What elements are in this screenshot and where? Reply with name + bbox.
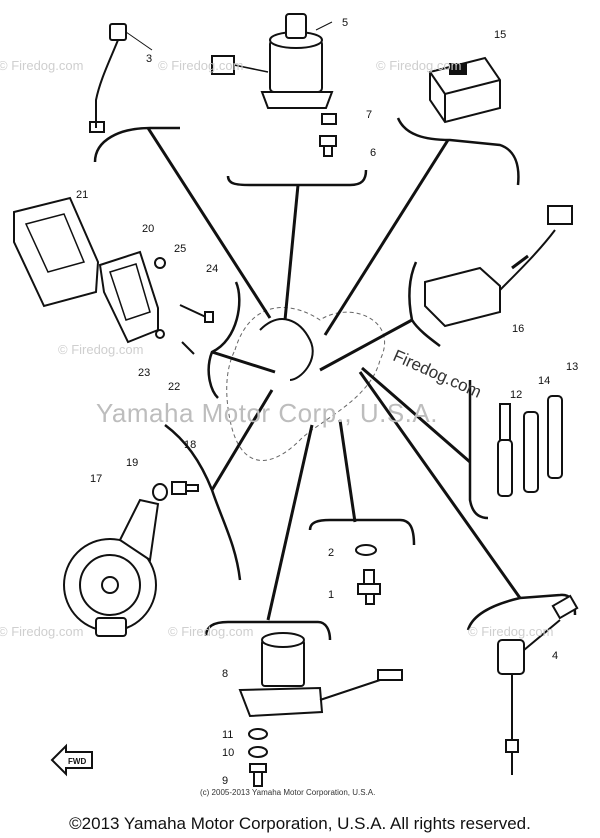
- clamp-part-12: [497, 403, 513, 497]
- bolt-part-9: [249, 763, 267, 787]
- watermark-firedog: © Firedog.com: [0, 58, 84, 73]
- bracket-right-tall: [468, 380, 489, 520]
- leader-line-12: [361, 366, 471, 464]
- washer-part-2: [355, 544, 377, 556]
- callout-22: 22: [168, 381, 180, 393]
- callout-24: 24: [206, 263, 218, 275]
- bracket-left-mid: [207, 281, 241, 399]
- relay-part-15: [429, 56, 501, 124]
- watermark-firedog: © Firedog.com: [58, 342, 144, 357]
- nut-part-25: [154, 257, 166, 269]
- harness-branch: [259, 318, 314, 381]
- coupler-part-16: [424, 205, 573, 328]
- callout-13: 13: [566, 361, 578, 373]
- screw-part-24: [179, 304, 214, 323]
- callout-12: 12: [510, 389, 522, 401]
- lamp-part-21: [13, 196, 100, 308]
- footer-copyright: ©2013 Yamaha Motor Corporation, U.S.A. A…: [69, 814, 531, 833]
- lamp-part-20: [98, 250, 159, 344]
- leader-line-left: [211, 350, 276, 374]
- leader-line-horn: [210, 389, 274, 491]
- callout-10: 10: [222, 747, 234, 759]
- washer-part-10: [248, 746, 268, 758]
- watermark-yamaha: Yamaha Motor Corp., U.S.A.: [96, 398, 438, 428]
- leader-line-16: [319, 318, 413, 372]
- connector-part-3: [89, 23, 153, 133]
- callout-1: 1: [328, 589, 334, 601]
- small-copyright: (c) 2005-2013 Yamaha Motor Corporation, …: [200, 788, 376, 797]
- bracket-top-right: [396, 117, 520, 186]
- callout-23: 23: [138, 367, 150, 379]
- watermark-firedog: © Firedog.com: [0, 624, 84, 639]
- nut-part-7: [321, 113, 337, 125]
- bracket-right-mid: [408, 261, 441, 348]
- leader-line-1: [338, 419, 357, 523]
- callout-7: 7: [366, 109, 372, 121]
- callout-8: 8: [222, 668, 228, 680]
- washer-part-19: [152, 483, 168, 501]
- callout-15: 15: [494, 29, 506, 41]
- callout-5: 5: [342, 17, 348, 29]
- callout-16: 16: [512, 323, 524, 335]
- bracket-center-1: [308, 518, 416, 546]
- plug-cap-part-4: [497, 594, 579, 775]
- wire-harness: [226, 307, 386, 461]
- callout-25: 25: [174, 243, 186, 255]
- watermark-firedog: © Firedog.com: [468, 624, 554, 639]
- oring-part-11: [248, 728, 268, 740]
- callout-19: 19: [126, 457, 138, 469]
- clamp-part-14: [523, 411, 539, 493]
- watermark-firedog: © Firedog.com: [158, 58, 244, 73]
- callout-11: 11: [222, 729, 233, 741]
- washer-part-23: [155, 329, 165, 339]
- leader-line-15: [323, 139, 450, 336]
- bracket-bottom-8: [204, 620, 332, 641]
- watermark-firedog: © Firedog.com: [168, 624, 254, 639]
- callout-20: 20: [142, 223, 154, 235]
- bracket-top-left-2: [150, 70, 190, 128]
- callout-14: 14: [538, 375, 550, 387]
- bracket-left-horn: [164, 424, 242, 581]
- callout-21: 21: [76, 189, 88, 201]
- horn-part-17: [63, 498, 160, 637]
- leader-line-8: [266, 424, 314, 621]
- callout-6: 6: [370, 147, 376, 159]
- callout-4: 4: [552, 650, 558, 662]
- main-switch-part-5: [211, 13, 334, 109]
- switch-part-1: [357, 569, 381, 605]
- bolt-part-6: [319, 135, 337, 157]
- bolt-part-18: [171, 481, 199, 495]
- fwd-arrow-icon: [50, 743, 93, 777]
- watermark-firedog: © Firedog.com: [376, 58, 462, 73]
- leader-line-5: [283, 184, 300, 321]
- callout-18: 18: [184, 439, 196, 451]
- callout-2: 2: [328, 547, 334, 559]
- bracket-top-left: [93, 126, 180, 163]
- callout-3: 3: [146, 53, 152, 65]
- callout-17: 17: [90, 473, 102, 485]
- leader-line-3: [146, 127, 272, 319]
- callout-9: 9: [222, 775, 228, 787]
- leader-line-4: [358, 371, 522, 599]
- clamp-part-13: [547, 395, 563, 479]
- bracket-top-center: [226, 169, 368, 187]
- screw-part-22: [181, 341, 195, 355]
- fwd-label: FWD: [68, 757, 86, 766]
- neutral-switch-part-8: [238, 632, 403, 718]
